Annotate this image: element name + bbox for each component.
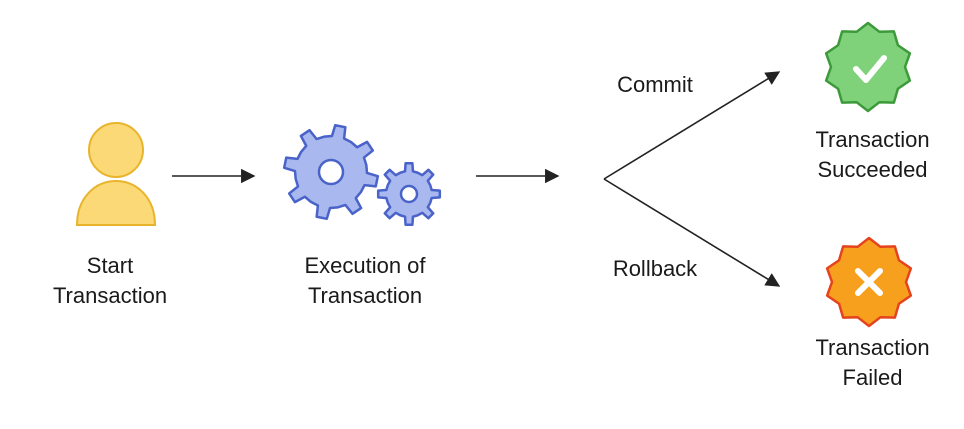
- cross-icon: [855, 268, 883, 296]
- arrow-rollback: [603, 178, 781, 287]
- execution-label-line2: Transaction: [307, 283, 423, 308]
- success-label-line1: Transaction: [815, 127, 930, 152]
- start-label-line1: Start: [86, 253, 134, 278]
- rollback-label: Rollback: [590, 254, 720, 284]
- transaction-succeeded-label: Transaction Succeeded: [790, 125, 955, 185]
- large-gear-hole: [317, 158, 345, 186]
- cross-badge-icon: [825, 236, 913, 328]
- execution-label-line1: Execution of: [304, 253, 426, 278]
- start-transaction-label: Start Transaction: [30, 251, 190, 311]
- commit-label: Commit: [595, 70, 715, 100]
- commit-text: Commit: [617, 72, 693, 97]
- check-badge-icon: [824, 21, 912, 113]
- execution-label: Execution of Transaction: [275, 251, 455, 311]
- start-label-line2: Transaction: [52, 283, 168, 308]
- arrow-commit: [603, 71, 781, 180]
- transaction-failed-label: Transaction Failed: [790, 333, 955, 393]
- small-gear-hole: [399, 184, 419, 204]
- rollback-text: Rollback: [612, 256, 698, 281]
- failed-label-line1: Transaction: [815, 335, 930, 360]
- failed-label-line2: Failed: [842, 365, 903, 390]
- success-label-line2: Succeeded: [817, 157, 928, 182]
- user-icon: [75, 122, 157, 226]
- gears-icon: [282, 123, 442, 227]
- checkmark-icon: [853, 55, 887, 83]
